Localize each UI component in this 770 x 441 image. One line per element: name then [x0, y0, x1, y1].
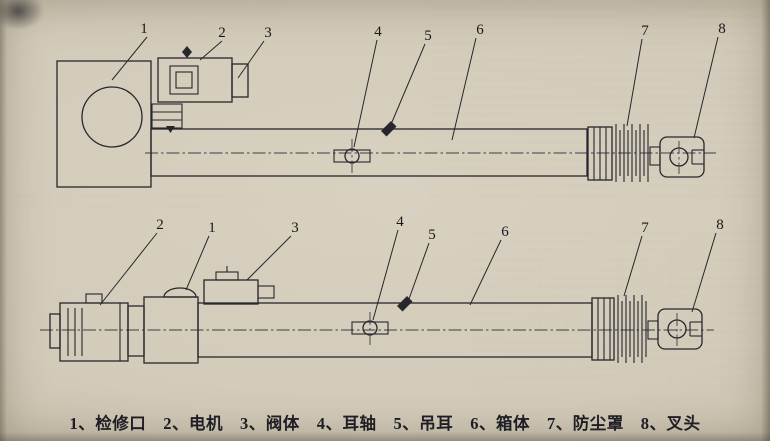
bottom-callouts: 2 1 3 4 5 6 7 8 — [99, 214, 724, 321]
bottom-callout-8: 8 — [716, 217, 724, 233]
top-leader-2 — [199, 40, 223, 61]
bottom-valve-plug — [257, 285, 275, 299]
bottom-callout-3: 3 — [291, 220, 299, 236]
top-callout-3: 3 — [264, 25, 272, 41]
bottom-fork-head — [647, 308, 703, 350]
top-motor-body — [157, 57, 233, 103]
figure-caption: 1、检修口 2、电机 3、阀体 4、耳轴 5、吊耳 6、箱体 7、防尘罩 8、叉… — [0, 407, 770, 437]
bottom-leader-1 — [185, 235, 210, 291]
bottom-lifting-ear — [397, 296, 413, 312]
caption-item-5: 5、吊耳 — [393, 414, 454, 433]
caption-item-4: 4、耳轴 — [316, 414, 377, 433]
top-callout-7: 7 — [641, 23, 649, 39]
top-motor-junction-box — [169, 65, 199, 95]
top-housing-body — [56, 60, 152, 188]
top-callout-6: 6 — [476, 22, 484, 38]
top-leader-7 — [626, 38, 643, 127]
bottom-dust-cover — [591, 295, 647, 363]
top-callout-8: 8 — [718, 21, 726, 37]
top-leader-4 — [353, 39, 378, 148]
top-leader-1 — [111, 36, 148, 81]
top-rod — [649, 146, 661, 166]
top-inspection-port-circle — [81, 86, 143, 148]
caption-item-3: 3、阀体 — [240, 414, 300, 433]
top-coupling — [151, 103, 183, 129]
bottom-fork-body — [657, 308, 703, 350]
top-leader-5 — [391, 43, 426, 123]
top-fork-head — [649, 136, 705, 178]
bottom-callout-1: 1 — [208, 220, 216, 236]
top-motor-end-cap — [231, 63, 249, 98]
caption-item-1: 1、检修口 — [69, 414, 147, 433]
top-callout-2: 2 — [218, 25, 226, 41]
bottom-valve-cap — [215, 271, 239, 281]
bottom-gland — [591, 297, 615, 361]
top-cylinder-tube — [150, 128, 588, 177]
top-dust-cover — [587, 124, 649, 182]
top-callout-5: 5 — [424, 28, 432, 44]
bottom-leader-3 — [246, 235, 292, 281]
caption-item-6: 6、箱体 — [470, 414, 530, 433]
caption-item-7: 7、防尘罩 — [547, 414, 624, 433]
top-leader-8 — [693, 36, 719, 139]
bottom-flange — [127, 305, 145, 357]
top-motor-junction-box-inner — [175, 71, 193, 89]
top-lifting-ear — [381, 121, 397, 137]
bottom-valve-block — [203, 279, 259, 305]
caption-item-8: 8、叉头 — [640, 414, 701, 433]
top-leader-6 — [451, 37, 477, 141]
top-callout-1: 1 — [140, 21, 148, 37]
bottom-callout-7: 7 — [641, 220, 649, 236]
bottom-bellows — [617, 295, 647, 363]
bottom-motor-body — [59, 302, 129, 362]
bottom-view: 2 1 3 4 5 6 7 8 — [40, 214, 724, 364]
bottom-callout-5: 5 — [428, 227, 436, 243]
bottom-leader-8 — [691, 232, 717, 313]
bottom-inspection-cap — [163, 287, 197, 298]
bottom-callout-4: 4 — [396, 214, 404, 230]
bottom-valve-body — [203, 266, 275, 305]
bottom-trunnion — [351, 312, 389, 345]
bottom-callout-2: 2 — [156, 217, 164, 233]
top-motor — [151, 46, 249, 133]
caption-item-2: 2、电机 — [163, 414, 223, 433]
bottom-motor-cap — [49, 313, 61, 349]
bottom-motor-terminal-box — [85, 293, 103, 304]
bottom-leader-4 — [372, 229, 399, 321]
bottom-motor — [49, 293, 129, 362]
top-fork-body — [659, 136, 705, 178]
top-section-mark-diamond — [182, 46, 192, 58]
top-housing — [56, 60, 152, 188]
top-leader-3 — [237, 40, 265, 79]
actuator-drawing: 1 2 3 4 5 6 7 8 — [40, 21, 726, 364]
top-callouts: 1 2 3 4 5 6 7 8 — [111, 21, 726, 148]
bottom-leader-7 — [623, 235, 643, 297]
top-callout-4: 4 — [374, 24, 382, 40]
bottom-leader-6 — [469, 239, 502, 306]
top-trunnion — [333, 139, 371, 173]
bottom-leader-5 — [408, 242, 430, 300]
top-view: 1 2 3 4 5 6 7 8 — [56, 21, 726, 188]
bottom-leader-2 — [99, 232, 158, 306]
top-bellows — [615, 124, 649, 182]
bottom-callout-6: 6 — [501, 224, 509, 240]
